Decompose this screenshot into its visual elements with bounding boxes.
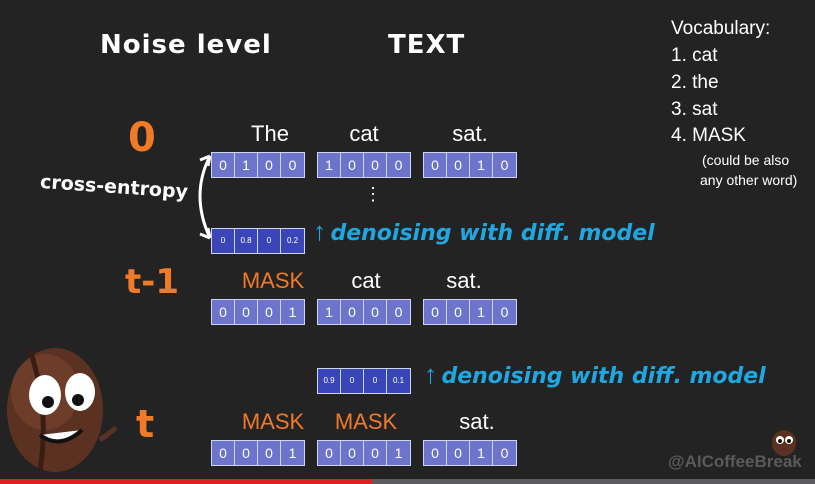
video-progress-fill: [0, 479, 372, 484]
vertical-ellipsis: ⋮: [364, 184, 382, 204]
vector-cell: 1: [318, 153, 341, 177]
vector-cell: 0: [341, 300, 364, 324]
vector-cell: 0: [364, 300, 387, 324]
vector-cell: 0.8: [235, 229, 258, 253]
vocabulary-note: any other word): [700, 172, 798, 188]
vector-cell: 0: [424, 300, 447, 324]
denoising-annotation-1: ↑ denoising with diff. model: [313, 216, 655, 247]
vector-cell: 0: [394, 304, 403, 320]
vocabulary-item: 3. sat: [671, 99, 718, 120]
vector-cell: 1: [318, 300, 341, 324]
prediction-vector-1: 0 0.8 0 0.2: [211, 228, 305, 254]
denoising-label: denoising with diff. model: [330, 221, 655, 246]
vector-cell: 0: [288, 157, 297, 173]
word-cat: cat: [351, 268, 381, 293]
vector-cell: 0: [394, 157, 403, 173]
vector-cell: 0: [318, 441, 341, 465]
word-mask: MASK: [241, 268, 305, 293]
vector-cell: 1: [288, 304, 297, 320]
up-arrow-icon: ↑: [424, 359, 437, 389]
vector-cell: 0: [424, 441, 447, 465]
vector-cell: 0: [364, 441, 387, 465]
word-the: The: [251, 121, 289, 146]
vector-cell: 0: [235, 300, 258, 324]
vector-cell: 0: [447, 441, 470, 465]
word-mask: MASK: [334, 409, 398, 434]
vector-cell: 0: [212, 153, 235, 177]
noise-level-0: 0: [128, 115, 156, 161]
vector-cell: 0: [235, 441, 258, 465]
vector-cell: 0: [447, 300, 470, 324]
vector-cell: 0: [341, 369, 364, 393]
noise-level-heading: Noise level: [100, 30, 272, 60]
vector-cat: 1 0 0 0: [317, 152, 411, 178]
cross-entropy-label: cross-entropy: [39, 170, 189, 204]
channel-watermark: @AICoffeeBreak: [668, 452, 802, 471]
vector-cell: 0: [341, 153, 364, 177]
vector-cell: 0: [364, 369, 387, 393]
vocabulary-title: Vocabulary:: [671, 18, 771, 39]
vector-cell: 0: [258, 441, 281, 465]
vector-cell: 1: [288, 445, 297, 461]
vector-cell: 0.1: [392, 376, 405, 385]
word-sat: sat.: [459, 409, 495, 434]
vector-the: 0 1 0 0: [211, 152, 305, 178]
vector-cell: 0: [341, 441, 364, 465]
noise-level-t-minus-1: t-1: [125, 262, 180, 302]
vector-cell: 0: [500, 157, 509, 173]
vector-cell: 0: [447, 153, 470, 177]
vocabulary-note: (could be also: [702, 152, 790, 168]
word-mask: MASK: [241, 409, 305, 434]
vocabulary-item: 4. MASK: [671, 125, 746, 146]
vector-mask: 0 0 0 1: [211, 299, 305, 325]
vector-cat: 1 0 0 0: [317, 299, 411, 325]
vector-cell: 0: [212, 441, 235, 465]
up-arrow-icon: ↑: [313, 216, 326, 246]
prediction-vector-2: 0.9 0 0 0.1: [317, 368, 411, 394]
noise-level-t: t: [136, 402, 155, 446]
vector-cell: 0: [212, 300, 235, 324]
vector-cell: 0: [500, 304, 509, 320]
vector-cell: 0.2: [286, 236, 299, 245]
word-cat: cat: [349, 121, 379, 146]
vector-cell: 0: [500, 445, 509, 461]
vector-sat: 0 0 1 0: [423, 440, 517, 466]
vector-cell: 0: [258, 153, 281, 177]
vector-cell: 1: [394, 445, 403, 461]
vector-mask: 0 0 0 1: [317, 440, 411, 466]
text-heading: TEXT: [388, 30, 466, 60]
denoising-annotation-2: ↑ denoising with diff. model: [424, 359, 766, 390]
vector-cell: 1: [235, 153, 258, 177]
coffee-bean-logo: [772, 430, 796, 456]
vector-sat: 0 0 1 0: [423, 152, 517, 178]
vocabulary-item: 2. the: [671, 72, 719, 93]
vector-cell: 0: [258, 229, 281, 253]
vector-cell: 0: [258, 300, 281, 324]
vector-cell: 0: [212, 229, 235, 253]
vector-cell: 0: [364, 153, 387, 177]
denoising-label: denoising with diff. model: [441, 364, 766, 389]
word-sat: sat.: [452, 121, 488, 146]
vector-cell: 0: [424, 153, 447, 177]
vector-cell: 1: [470, 153, 493, 177]
coffee-bean-mascot: [7, 348, 118, 472]
vector-cell: 1: [470, 441, 493, 465]
vector-cell: 0.9: [318, 369, 341, 393]
vocabulary-item: 1. cat: [671, 45, 718, 66]
vector-cell: 1: [470, 300, 493, 324]
curved-double-arrow-icon: [198, 154, 212, 240]
vector-mask: 0 0 0 1: [211, 440, 305, 466]
vector-sat: 0 0 1 0: [423, 299, 517, 325]
video-progress-track[interactable]: [0, 479, 815, 484]
word-sat: sat.: [446, 268, 482, 293]
